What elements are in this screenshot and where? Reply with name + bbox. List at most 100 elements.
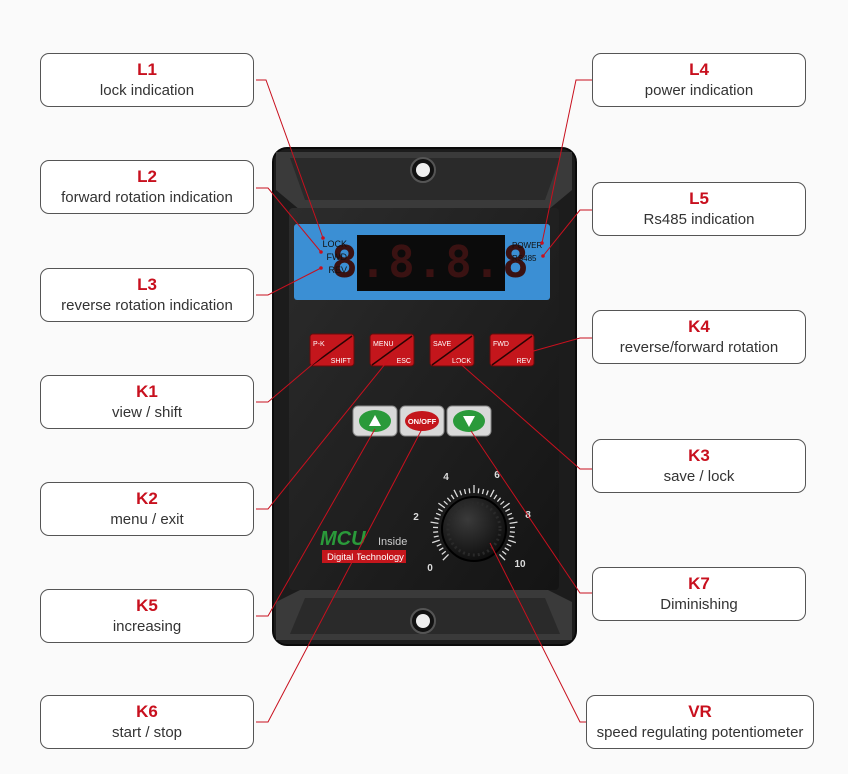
leader-K7 bbox=[470, 430, 592, 594]
dial-tick bbox=[438, 502, 446, 509]
callout-desc: reverse rotation indication bbox=[61, 297, 233, 314]
callout-code: K4 bbox=[688, 317, 710, 336]
leader-L2 bbox=[256, 187, 322, 253]
callout-desc: reverse/forward rotation bbox=[619, 339, 779, 356]
dial-tick bbox=[496, 497, 502, 503]
svg-text:FWD: FWD bbox=[493, 341, 509, 348]
dial-tick bbox=[442, 553, 450, 561]
callout-code: K7 bbox=[688, 574, 710, 593]
svg-text:SHIFT: SHIFT bbox=[331, 358, 352, 365]
dial-tick bbox=[468, 488, 471, 494]
dial-tick bbox=[504, 547, 510, 551]
leader-L4 bbox=[541, 79, 592, 244]
rs485-indicator-label: RS485 bbox=[512, 254, 537, 263]
svg-text:ESC: ESC bbox=[397, 358, 411, 365]
leader-K1 bbox=[256, 351, 328, 403]
up-arrow-icon bbox=[369, 415, 381, 426]
dial-label: 6 bbox=[494, 470, 500, 481]
dial-ticks bbox=[430, 485, 518, 561]
leader-L5 bbox=[542, 209, 592, 257]
callout-code: L5 bbox=[689, 189, 709, 208]
svg-text:SAVE: SAVE bbox=[433, 341, 451, 348]
fwd-rev-button[interactable]: FWD REV bbox=[489, 333, 535, 367]
callout-l2: L2 forward rotation indication bbox=[40, 160, 254, 214]
leader-dots bbox=[319, 236, 545, 270]
power-indicator-label: POWER bbox=[512, 241, 542, 250]
svg-text:LOCK: LOCK bbox=[452, 358, 471, 365]
callout-code: L4 bbox=[689, 60, 709, 79]
dial-tick bbox=[493, 494, 498, 500]
callout-code: K1 bbox=[136, 382, 158, 401]
increase-button[interactable] bbox=[352, 405, 398, 437]
dial-tick bbox=[481, 488, 485, 495]
dial-tick bbox=[443, 500, 449, 506]
dial-tick bbox=[453, 489, 459, 498]
dial-tick bbox=[450, 494, 455, 500]
dial-tick bbox=[506, 543, 512, 547]
leader-K2 bbox=[256, 357, 391, 510]
display-panel: 8.8.8.8 LOCK FWD REV POWER RS485 bbox=[294, 224, 550, 300]
callout-desc: menu / exit bbox=[110, 511, 184, 528]
dial-tick bbox=[508, 517, 514, 520]
onoff-button[interactable]: ON/OFF bbox=[399, 405, 445, 437]
dial-tick bbox=[441, 550, 447, 555]
callout-l1: L1 lock indication bbox=[40, 53, 254, 107]
callout-k3: K3 save / lock bbox=[592, 439, 806, 493]
dial-tick bbox=[437, 508, 443, 512]
callout-code: L3 bbox=[137, 275, 157, 294]
leader-K3 bbox=[455, 359, 592, 470]
svg-text:MENU: MENU bbox=[373, 341, 394, 348]
callout-code: K6 bbox=[136, 702, 158, 721]
potentiometer[interactable]: 0 2 4 6 8 10 bbox=[413, 470, 531, 574]
down-arrow-icon bbox=[463, 416, 475, 427]
dial-tick bbox=[498, 553, 506, 561]
callout-l5: L5 Rs485 indication bbox=[592, 182, 806, 236]
dial-tick bbox=[436, 543, 442, 547]
dial-tick bbox=[502, 502, 510, 509]
menu-esc-button[interactable]: MENU ESC bbox=[369, 333, 415, 367]
leader-K5 bbox=[256, 428, 376, 617]
save-lock-button[interactable]: SAVE LOCK bbox=[429, 333, 475, 367]
callout-code: K5 bbox=[136, 596, 158, 615]
svg-text:ON/OFF: ON/OFF bbox=[408, 417, 437, 426]
dial-tick bbox=[489, 489, 495, 498]
dial-tick bbox=[430, 521, 439, 525]
callout-code: K2 bbox=[136, 489, 158, 508]
callout-code: L2 bbox=[137, 167, 157, 186]
callout-k6: K6 start / stop bbox=[40, 695, 254, 749]
dial-tick bbox=[438, 547, 444, 551]
pk-shift-button[interactable]: P-K SHIFT bbox=[309, 333, 355, 367]
callout-vr: VR speed regulating potentiometer bbox=[586, 695, 814, 749]
callout-k4: K4 reverse/forward rotation bbox=[592, 310, 806, 364]
callout-code: VR bbox=[688, 702, 712, 721]
dial-tick bbox=[509, 535, 515, 538]
svg-text:MCU: MCU bbox=[320, 528, 366, 550]
brand-logo: MCU Inside Digital Technology bbox=[320, 528, 407, 563]
dial-tick bbox=[431, 539, 440, 544]
lock-indicator-label: LOCK bbox=[322, 239, 347, 249]
callout-l4: L4 power indication bbox=[592, 53, 806, 107]
svg-text:Inside: Inside bbox=[378, 536, 407, 548]
callout-desc: speed regulating potentiometer bbox=[596, 724, 804, 741]
dial-tick bbox=[459, 490, 463, 496]
leader-lines bbox=[256, 79, 592, 723]
dial-tick bbox=[508, 539, 517, 544]
callout-desc: start / stop bbox=[111, 724, 183, 741]
callout-k7: K7 Diminishing bbox=[592, 567, 806, 621]
dial-label: 0 bbox=[427, 563, 433, 574]
leader-L1 bbox=[256, 79, 324, 239]
callout-k1: K1 view / shift bbox=[40, 375, 254, 429]
dial-tick bbox=[435, 512, 441, 516]
dial-tick bbox=[499, 500, 505, 506]
decrease-button[interactable] bbox=[446, 405, 492, 437]
leader-L3 bbox=[256, 267, 322, 296]
callout-l3: L3 reverse rotation indication bbox=[40, 268, 254, 322]
callout-desc: view / shift bbox=[111, 404, 183, 421]
callout-code: L1 bbox=[137, 60, 157, 79]
callout-desc: Rs485 indication bbox=[643, 211, 755, 228]
callout-desc: save / lock bbox=[663, 468, 735, 485]
dial-tick bbox=[446, 497, 452, 503]
dial-tick bbox=[433, 535, 439, 538]
svg-text:P-K: P-K bbox=[313, 341, 325, 348]
callout-desc: power indication bbox=[644, 82, 754, 99]
